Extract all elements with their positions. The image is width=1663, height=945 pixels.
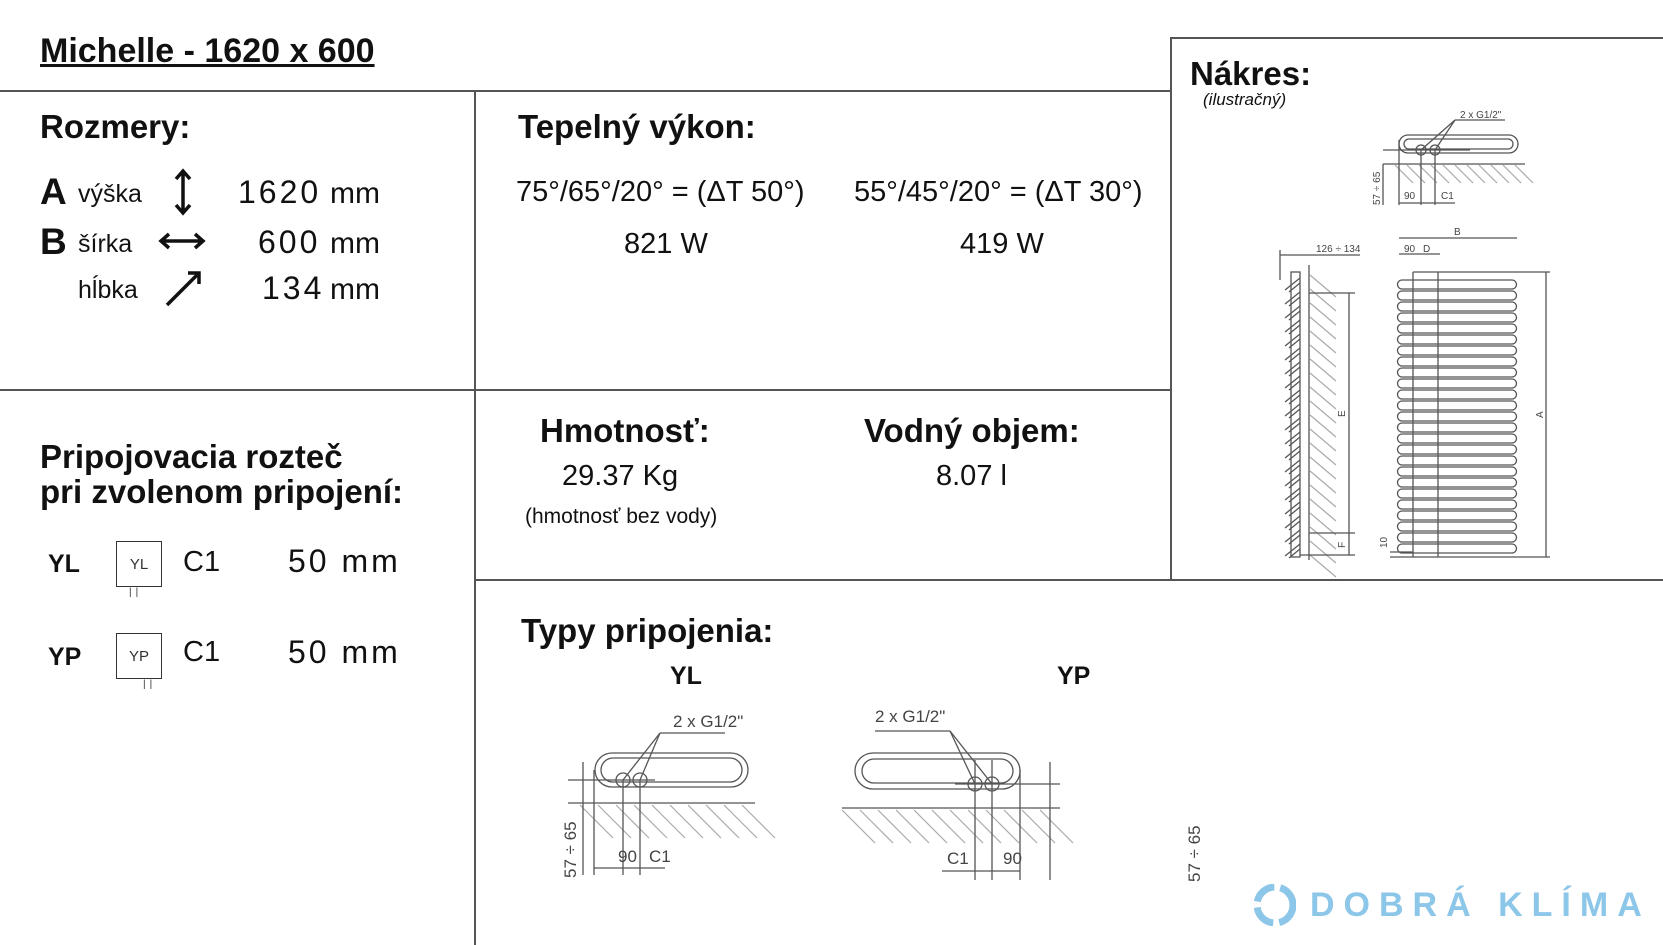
dimensions-heading: Rozmery: (40, 108, 191, 145)
weight-heading: Hmotnosť: (540, 412, 710, 449)
drawing-f: F (1337, 542, 1348, 548)
connection-type-label-yl: YL (670, 662, 702, 690)
dimension-label: šírka (78, 230, 133, 258)
water-volume-value: 8.07 l (936, 460, 1007, 492)
logo-swirl-icon (1254, 884, 1296, 926)
yp-ninety: 90 (1003, 849, 1022, 868)
drawing-height-range: 57 ÷ 65 (1372, 171, 1383, 205)
drawing-ninety-front: 90 (1404, 244, 1416, 255)
dimension-letter: B (40, 221, 67, 262)
title-divider (0, 90, 1170, 92)
drawing-ten: 10 (1379, 536, 1390, 548)
drawing-panel-top (1170, 37, 1663, 39)
drawing-heading: Nákres: (1190, 55, 1312, 92)
drawing-d: D (1423, 244, 1430, 255)
dimension-label: hĺbka (78, 276, 138, 304)
drawing-ninety: 90 (1404, 191, 1416, 202)
page-title: Michelle - 1620 x 600 (40, 32, 375, 70)
yl-connection-drawing (568, 732, 755, 875)
weight-value: 29.37 Kg (562, 460, 679, 492)
water-volume-heading: Vodný objem: (864, 412, 1080, 449)
heat-output-heading: Tepelný výkon: (518, 108, 756, 145)
yp-height-range: 57 ÷ 65 (1185, 825, 1204, 882)
front-view-drawing (1390, 237, 1550, 558)
heat-value-dt30: 419 W (960, 228, 1044, 260)
drawing-b: B (1454, 227, 1461, 238)
drawing-a: A (1535, 411, 1546, 418)
dimension-unit: mm (330, 227, 380, 260)
logo: DOBRÁ KLÍMA (1254, 884, 1651, 926)
connection-code: C1 (183, 546, 221, 578)
drawing-e: E (1337, 410, 1348, 417)
dimension-label: výška (78, 180, 142, 208)
connection-spacing-heading-2: pri zvolenom pripojení: (40, 473, 404, 510)
horizontal-arrow-icon (158, 232, 206, 250)
dimension-unit: mm (330, 273, 380, 306)
heat-value-dt50: 821 W (624, 228, 708, 260)
heat-condition-dt30: 55°/45°/20° = (ΔT 30°) (854, 176, 1143, 208)
yl-height-range: 57 ÷ 65 (561, 821, 580, 878)
top-view-drawing (1382, 119, 1525, 205)
lower-divider (474, 579, 1663, 581)
yl-c1: C1 (649, 847, 671, 866)
connection-type-label-yp: YP (1057, 662, 1091, 690)
connection-spacing-heading-1: Pripojovacia rozteč (40, 438, 343, 475)
diagonal-arrow-icon (165, 271, 201, 307)
column-divider (474, 90, 476, 945)
connection-value: 50 mm (288, 543, 401, 579)
yp-connection-drawing (842, 730, 1060, 880)
connection-code: C1 (183, 636, 221, 668)
vertical-arrow-icon (174, 168, 192, 216)
drawing-c1: C1 (1441, 191, 1454, 202)
yl-connection-icon: YL|| (116, 541, 162, 598)
weight-note: (hmotnosť bez vody) (525, 505, 718, 528)
drawing-panel-left (1170, 37, 1172, 579)
dimension-value: 134 (262, 270, 325, 306)
yl-ninety: 90 (618, 847, 637, 866)
box-label: YL (129, 555, 149, 573)
logo-text: DOBRÁ KLÍMA (1310, 885, 1651, 924)
connection-type: YP (48, 643, 82, 671)
yp-c1: C1 (947, 849, 969, 868)
dimension-unit: mm (330, 177, 380, 210)
yp-thread-label: 2 x G1/2" (875, 707, 945, 726)
dimension-letter: A (40, 171, 67, 212)
drawing-thread-label: 2 x G1/2" (1460, 110, 1502, 121)
yp-connection-icon: YP|| (116, 633, 162, 690)
connection-types-heading: Typy pripojenia: (521, 612, 774, 649)
connection-type: YL (48, 550, 80, 578)
drawing-depth-range: 126 ÷ 134 (1316, 244, 1361, 255)
dimension-value: 600 (258, 224, 321, 260)
heat-condition-dt50: 75°/65°/20° = (ΔT 50°) (516, 176, 805, 208)
yl-thread-label: 2 x G1/2" (673, 712, 743, 731)
box-label: YP (128, 647, 149, 665)
dimension-value: 1620 (238, 174, 322, 210)
row-divider (0, 389, 1170, 391)
drawing-subheading: (ilustračný) (1203, 90, 1287, 109)
connection-value: 50 mm (288, 634, 401, 670)
side-view-drawing (1279, 250, 1360, 560)
